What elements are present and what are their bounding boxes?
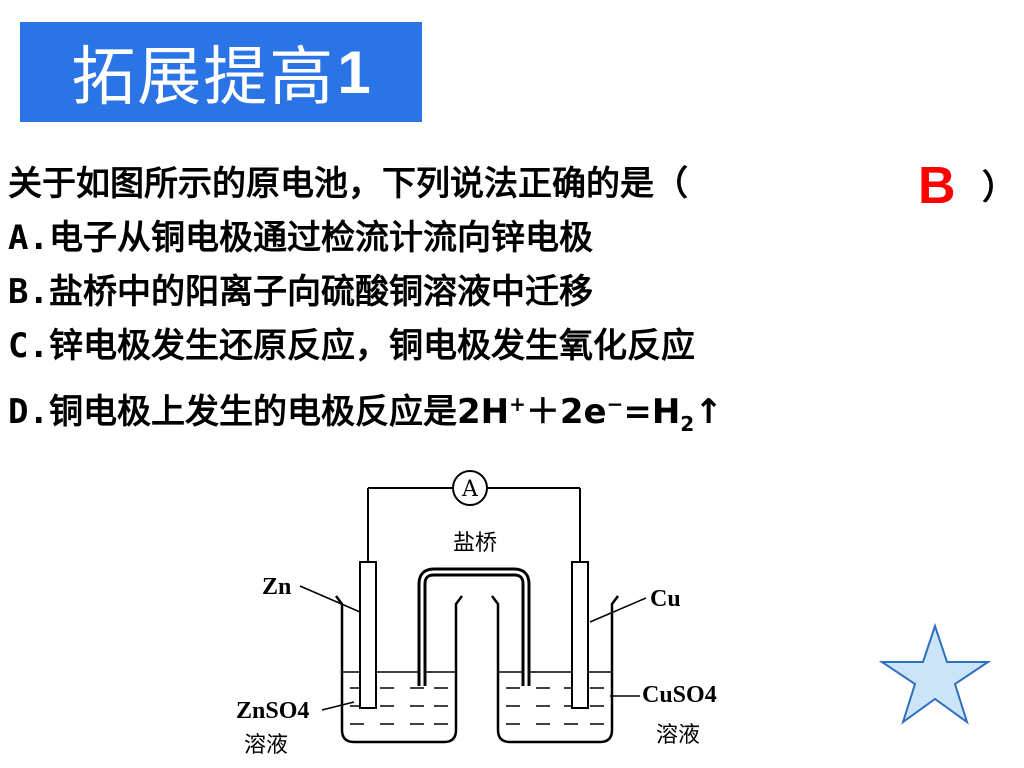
ammeter-icon <box>452 470 488 506</box>
left-solution-word: 溶液 <box>244 733 288 758</box>
right-beaker <box>491 595 619 744</box>
option-d: D.铜电极上发生的电极反应是2H+＋2e−=H2↑ <box>8 384 723 444</box>
option-text-eq: =H <box>623 392 681 432</box>
option-letter: D. <box>8 392 49 432</box>
znso4-label: ZnSO4 <box>236 698 309 724</box>
ammeter-label: A <box>461 477 479 502</box>
cuso4-label: CuSO4 <box>642 682 717 708</box>
galvanic-cell-diagram: A 盐桥 Zn Cu ZnSO4 溶液 CuSO4 溶液 <box>236 470 717 758</box>
salt-bridge-inner <box>420 570 528 686</box>
superscript-plus: + <box>509 392 526 416</box>
option-text-mid: ＋2e <box>525 392 607 432</box>
option-letter: A. <box>8 218 49 258</box>
option-letter: B. <box>8 272 49 312</box>
option-letter: C. <box>8 326 49 366</box>
subscript-2: 2 <box>680 412 695 436</box>
option-text: 锌电极发生还原反应，铜电极发生氧化反应 <box>48 326 695 366</box>
option-text: 铜电极上发生的电极反应是2H <box>48 392 510 432</box>
question-stem: 关于如图所示的原电池，下列说法正确的是（ <box>8 164 688 204</box>
option-text: 盐桥中的阳离子向硫酸铜溶液中迁移 <box>48 272 593 312</box>
salt-bridge-tube <box>417 567 531 686</box>
option-c: C.锌电极发生还原反应，铜电极发生氧化反应 <box>8 326 695 366</box>
up-arrow-icon: ↑ <box>694 392 723 432</box>
answer-mark: B <box>918 157 956 215</box>
title-number: 1 <box>337 38 371 106</box>
option-b: B.盐桥中的阳离子向硫酸铜溶液中迁移 <box>8 272 593 312</box>
title-text: 拓展提高 <box>71 41 336 115</box>
star-icon[interactable] <box>878 622 992 726</box>
cu-pointer <box>589 597 647 623</box>
salt-bridge-label: 盐桥 <box>453 531 497 556</box>
zinc-electrode <box>359 561 377 709</box>
stem-text: 关于如图所示的原电池，下列说法正确的是（ <box>8 164 688 204</box>
znso4-pointer <box>321 701 355 711</box>
right-solution-pattern <box>506 687 604 725</box>
stem-close: ） <box>982 168 1016 208</box>
cu-label: Cu <box>650 586 681 612</box>
option-text: 电子从铜电极通过检流计流向锌电极 <box>48 218 593 258</box>
left-solution-pattern <box>350 687 448 725</box>
star-shape <box>878 622 992 725</box>
left-beaker <box>335 595 463 744</box>
copper-electrode <box>571 561 589 709</box>
right-solution-word: 溶液 <box>656 723 700 748</box>
zn-pointer <box>299 585 361 613</box>
superscript-minus: − <box>606 392 624 416</box>
option-a: A.电子从铜电极通过检流计流向锌电极 <box>8 218 593 258</box>
zn-label: Zn <box>262 574 291 600</box>
